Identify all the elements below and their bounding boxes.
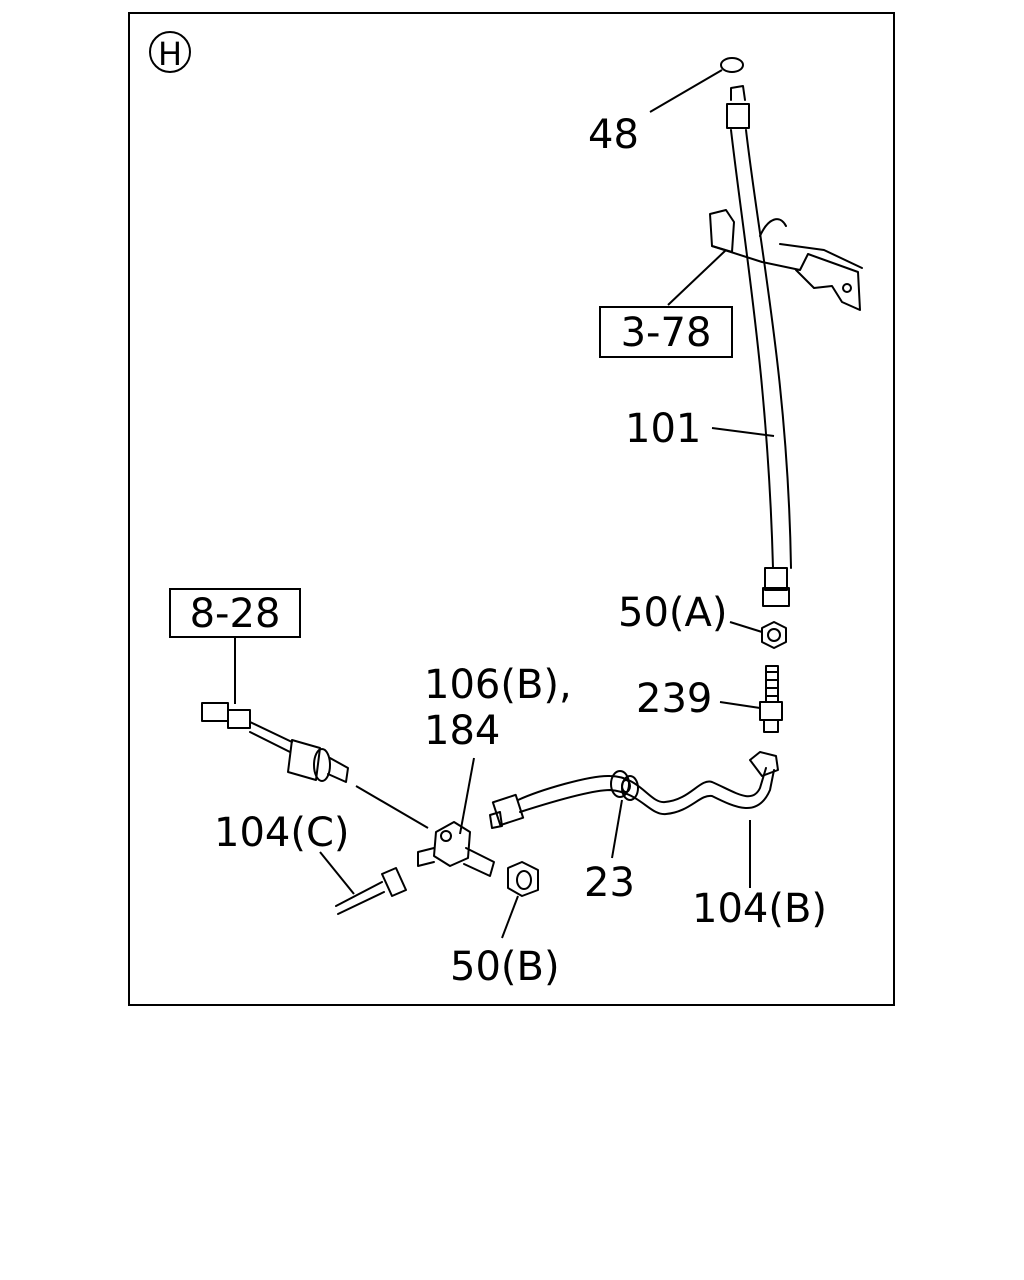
pressure-switch — [201, 702, 349, 783]
callout-48: 48 — [588, 112, 639, 158]
nut-50a — [761, 621, 787, 649]
reference-label-8-28: 8-28 — [190, 591, 281, 637]
reference-label-3-78: 3-78 — [621, 310, 712, 356]
union-bolt-239 — [759, 665, 783, 733]
hose-101 — [726, 85, 792, 607]
callout-106b: 106(B), — [424, 662, 572, 708]
pipe-104b — [489, 751, 779, 829]
reference-box-3-78 — [599, 306, 733, 358]
diagram-frame — [128, 12, 895, 1006]
section-marker-label: H — [158, 35, 182, 73]
callout-239: 239 — [636, 676, 712, 722]
nut-50b — [507, 861, 539, 897]
grommet-23 — [610, 770, 639, 801]
callout-104b: 104(B) — [692, 886, 827, 932]
pipe-104c — [335, 867, 407, 915]
callout-184: 184 — [424, 708, 500, 754]
callout-50a: 50(A) — [618, 590, 727, 636]
washer-48 — [720, 57, 744, 73]
callout-23: 23 — [584, 860, 635, 906]
three-way-joint — [417, 821, 495, 877]
callout-101: 101 — [625, 406, 701, 452]
callout-104c: 104(C) — [214, 810, 350, 856]
bracket — [709, 209, 863, 311]
section-marker: H — [149, 31, 191, 73]
callout-50b: 50(B) — [450, 944, 560, 990]
